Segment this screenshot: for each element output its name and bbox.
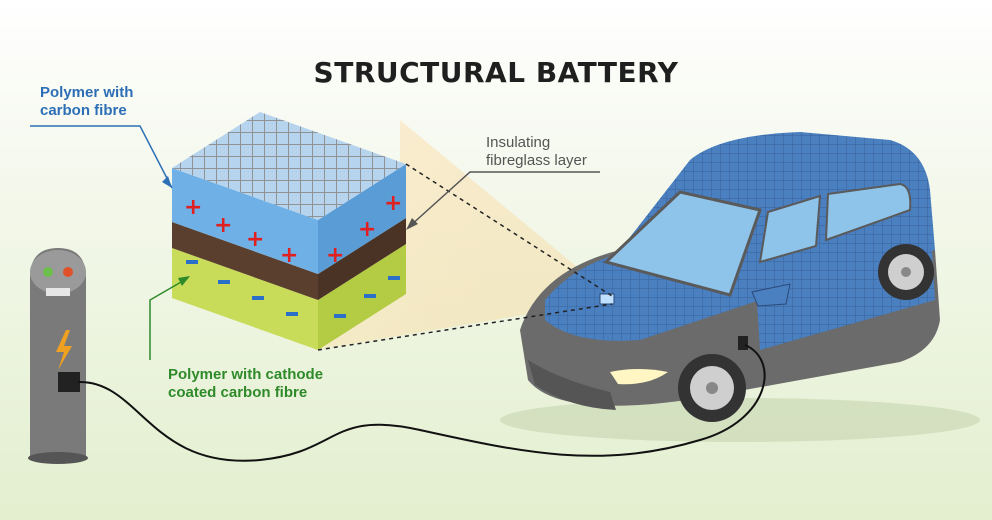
leader-polymer-carbon [30,125,173,189]
insulating-layer-side [318,218,406,300]
label-polymer-carbon: Polymer with carbon fibre [40,84,133,120]
charger-green-light [43,267,53,277]
label-line: Polymer with [40,84,134,101]
side-window-rear [824,182,912,242]
label-line: Insulating [486,134,551,151]
leader-insulating [409,171,600,227]
side-mirror [751,283,791,307]
label-line: coated carbon fibre [168,384,308,401]
windshield [603,190,762,297]
minus-sign [186,260,198,264]
diagram-title: STRUCTURAL BATTERY [313,56,679,89]
minus-sign [364,294,376,298]
side-window [758,194,822,264]
plus-sign: + [214,213,232,238]
arrowhead [406,218,418,230]
label-insulating: Insulating fibreglass layer [486,134,587,170]
minus-signs [186,260,400,318]
charging-station [28,248,88,464]
headlight [610,369,668,385]
label-line: Polymer with cathode [168,366,324,383]
lightning-bolt-icon [56,330,72,370]
plus-sign: + [358,217,376,242]
cathode-layer-side [318,244,406,350]
zoom-connector-top [405,163,613,297]
plus-sign: + [184,195,202,220]
plus-sign: + [246,227,264,252]
anode-layer-front [172,168,318,274]
minus-sign [252,296,264,300]
charger-red-light [63,267,73,277]
front-bumper [528,360,616,410]
arrowhead [178,276,190,286]
front-wheel [678,354,746,422]
plus-sign: + [384,191,402,216]
charger-base [28,452,88,464]
minus-sign [218,280,230,284]
charging-cable [77,344,766,462]
label-line: carbon fibre [40,102,127,119]
plus-sign: + [326,243,344,268]
minus-sign [334,314,346,318]
hood-sample [599,293,615,305]
leader-cathode [149,277,189,360]
plus-signs: + + + + + + + [184,191,402,268]
charger-socket [58,372,80,392]
label-line: fibreglass layer [486,152,587,169]
charger-body [30,248,86,458]
minus-sign [388,276,400,280]
zoom-connector-bottom [317,303,613,351]
plus-sign: + [280,243,298,268]
label-cathode: Polymer with cathode coated carbon fibre [168,366,323,402]
arrowhead [162,176,172,188]
charger-display [46,288,70,296]
charge-port [738,336,748,350]
minus-sign [286,312,298,316]
electric-car [520,132,940,422]
cathode-layer-front [172,248,318,350]
anode-layer-side [318,164,406,274]
charger-top [30,250,86,294]
rear-wheel [878,244,934,300]
insulating-layer-front [172,222,318,300]
